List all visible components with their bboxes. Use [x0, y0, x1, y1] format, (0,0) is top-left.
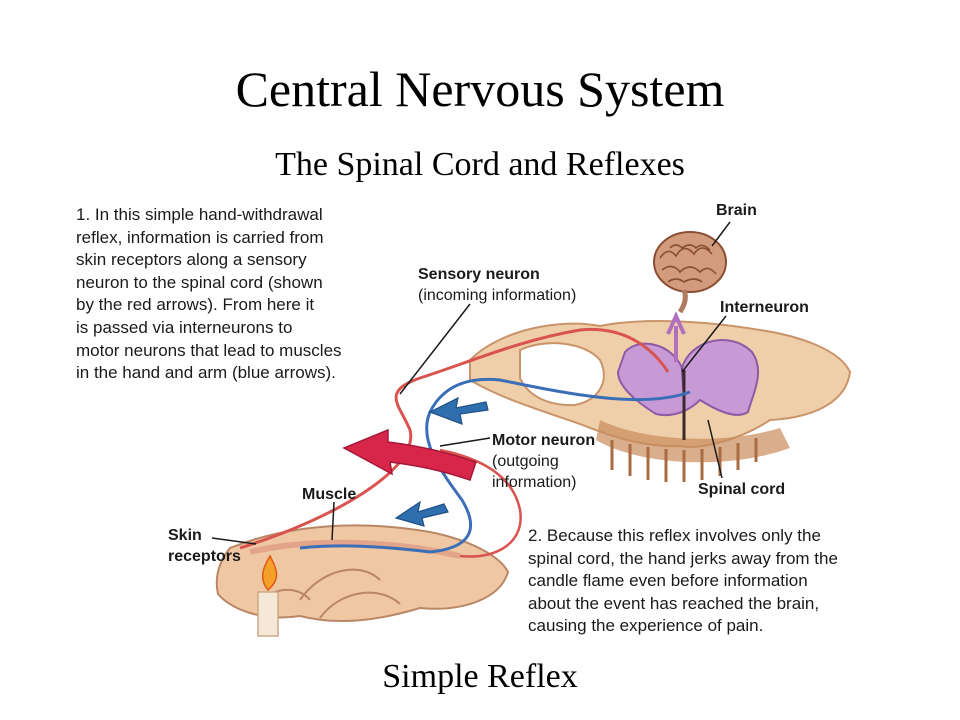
- brain-label-text: Brain: [716, 202, 757, 219]
- motor-neuron-sub-text: (outgoing: [492, 453, 559, 470]
- leader-lines: [211, 221, 731, 545]
- blue-arrow-upper: [428, 396, 489, 425]
- note1-line: reflex, information is carried from: [76, 227, 324, 247]
- slide-title: Central Nervous System: [235, 61, 725, 117]
- candle-flame: [257, 554, 279, 637]
- sensory-neuron-path: [239, 327, 670, 550]
- leader-sensory: [399, 303, 471, 395]
- motor-neuron-path: [425, 377, 691, 554]
- leader-brain: [711, 221, 731, 247]
- hand-arm-illustration: [215, 524, 510, 623]
- note1-line: in the hand and arm (blue arrows).: [76, 363, 336, 383]
- sensory-neuron-label-text: Sensory neuron: [418, 266, 540, 283]
- note2-line: candle flame even before information: [528, 571, 808, 591]
- note1-line: 1. In this simple hand-withdrawal: [76, 205, 323, 224]
- note1-line: by the red arrows). From here it: [76, 295, 315, 315]
- note1-line: skin receptors along a sensory: [76, 250, 307, 270]
- label-muscle: Muscle: [302, 484, 356, 505]
- leader-interneuron: [681, 315, 727, 373]
- note2-line: spinal cord, the hand jerks away from th…: [528, 548, 838, 568]
- sensory-neuron-sub-text: (incoming information): [418, 287, 577, 304]
- label-motor-neuron: Motor neuron (outgoing information): [492, 430, 595, 493]
- spinal-cord-illustration: [469, 320, 852, 482]
- leader-skin: [211, 537, 257, 545]
- red-arrow-incoming: [342, 428, 477, 481]
- label-skin-receptors: Skin receptors: [168, 525, 241, 567]
- skin-receptors-label-text: receptors: [168, 548, 241, 565]
- skin-receptors-label-text: Skin: [168, 527, 202, 544]
- blue-arrow-lower: [394, 500, 449, 527]
- leader-muscle: [331, 501, 335, 541]
- note-hand-withdrawal: 1. In this simple hand-withdrawal reflex…: [76, 204, 342, 385]
- label-interneuron: Interneuron: [720, 297, 809, 318]
- motor-neuron-sub-text: information): [492, 474, 577, 491]
- note-reflex-spinal: 2. Because this reflex involves only the…: [528, 525, 838, 638]
- label-spinal-cord: Spinal cord: [698, 479, 785, 500]
- leader-spinal: [707, 419, 723, 479]
- muscle-label-text: Muscle: [302, 486, 357, 503]
- label-brain: Brain: [716, 200, 757, 221]
- ascending-arrow: [666, 311, 686, 362]
- note1-line: motor neurons that lead to muscles: [76, 340, 342, 360]
- brain-illustration: [653, 231, 727, 314]
- motor-neuron-label-text: Motor neuron: [492, 432, 596, 449]
- label-sensory-neuron: Sensory neuron (incoming information): [418, 264, 576, 306]
- note2-line: 2. Because this reflex involves only the: [528, 526, 821, 545]
- slide-subtitle: The Spinal Cord and Reflexes: [275, 146, 685, 183]
- note2-line: about the event has reached the brain,: [528, 593, 820, 613]
- leader-motor: [439, 437, 491, 447]
- sensory-nerve-lower-path: [439, 448, 522, 558]
- interneuron-label-text: Interneuron: [720, 299, 809, 316]
- note1-line: is passed via interneurons to: [76, 317, 293, 337]
- note2-line: causing the experience of pain.: [528, 616, 764, 636]
- slide-caption: Simple Reflex: [382, 658, 578, 695]
- spinal-cord-label-text: Spinal cord: [698, 481, 786, 498]
- note1-line: neuron to the spinal cord (shown: [76, 272, 323, 292]
